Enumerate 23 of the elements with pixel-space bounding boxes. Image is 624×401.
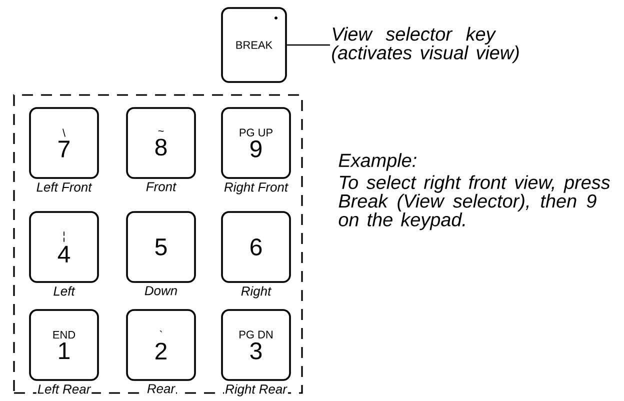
key-caption: Left Front [35,181,93,193]
key: 5 [126,211,196,283]
key-caption: Right [240,285,272,300]
key: \ 7 [29,107,99,179]
key-caption: Right Rear [224,383,288,398]
leader-line [286,44,330,46]
key-caption: Left [52,285,76,297]
key: ¦ 4 [29,211,99,283]
key-caption: Front [144,181,178,192]
key: PG DN 3 [221,309,291,381]
key-caption: Right Front [222,181,290,196]
key: 6 [221,211,291,283]
key-caption: Down [143,285,179,296]
note-text: To select right front view, press Break (View selector), then 9 on the keypad. [338,175,610,230]
note-text: Example: [338,153,416,171]
key-caption: Rear [146,383,176,394]
break-key: BREAK [221,7,287,83]
callout-text: View selector key (activates visual view) [332,26,519,64]
key: PG UP 9 [221,107,291,179]
key-caption: Left Rear [36,383,92,395]
key: END 1 [29,309,99,381]
key: ~ 8 [126,107,196,179]
key: ` 2 [126,309,196,381]
